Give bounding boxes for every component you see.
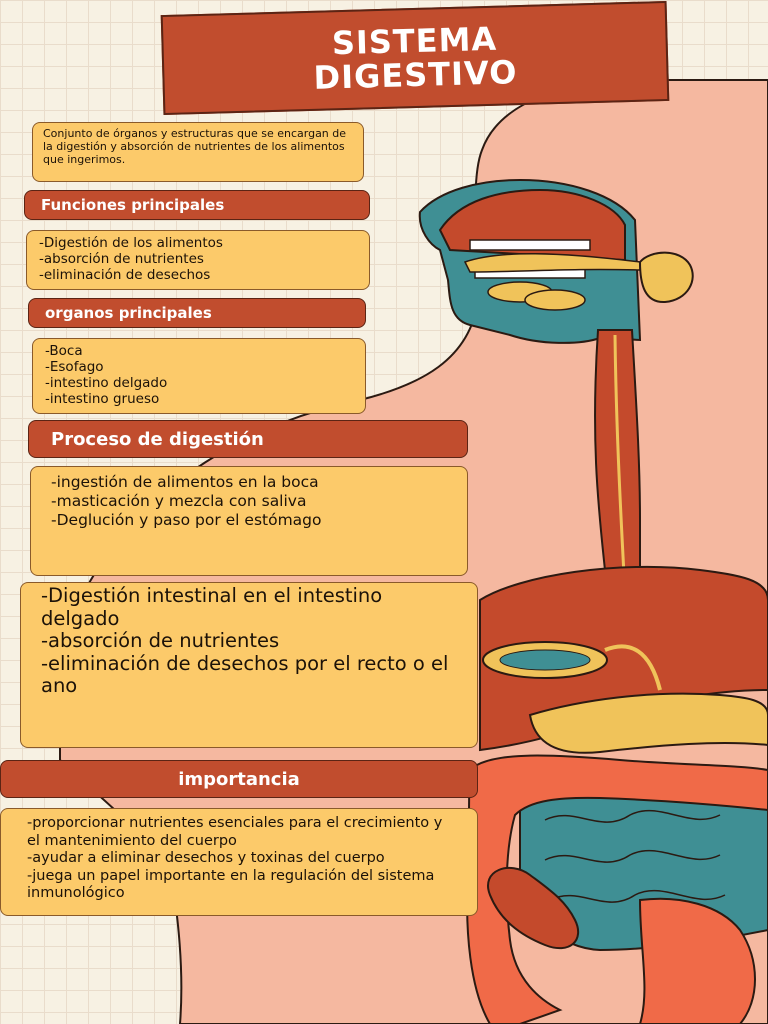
funciones-header: Funciones principales — [24, 190, 370, 220]
rectum — [638, 897, 756, 1024]
organos-header: organos principales — [28, 298, 366, 328]
large-intestine — [466, 754, 768, 1024]
funciones-header-label: Funciones principales — [41, 196, 225, 214]
importancia-item: -juega un papel importante en la regulac… — [27, 867, 435, 902]
esophagus-lumen — [613, 334, 626, 576]
funciones-box: -Digestión de los alimentos -absorción d… — [26, 230, 370, 290]
page-title: SISTEMA DIGESTIVO — [313, 19, 518, 97]
intro-text: Conjunto de órganos y estructuras que se… — [43, 127, 347, 166]
organos-item: -intestino grueso — [45, 391, 160, 407]
proceso-item: -absorción de nutrientes — [41, 629, 280, 652]
proceso-item: -eliminación de desechos por el recto o … — [41, 651, 449, 697]
gallbladder-inner — [499, 649, 591, 671]
proceso-header: Proceso de digestión — [28, 420, 468, 458]
importancia-item: -proporcionar nutrientes esenciales para… — [27, 815, 443, 849]
title-banner: SISTEMA DIGESTIVO — [160, 0, 670, 116]
proceso-item: -ingestión de alimentos en la boca — [51, 473, 319, 491]
organos-header-label: organos principales — [45, 304, 212, 322]
intro-box: Conjunto de órganos y estructuras que se… — [32, 122, 364, 182]
funciones-item: -eliminación de desechos — [39, 267, 211, 283]
funciones-item: -Digestión de los alimentos — [39, 235, 223, 251]
funciones-item: -absorción de nutrientes — [39, 251, 204, 267]
parotid-gland — [638, 251, 694, 304]
pancreas — [528, 692, 768, 754]
proceso-header-label: Proceso de digestión — [51, 428, 264, 450]
appendix — [487, 866, 580, 950]
importancia-header: importancia — [0, 760, 478, 798]
proceso-box-b: -Digestión intestinal en el intestino de… — [20, 582, 478, 748]
proceso-box-a: -ingestión de alimentos en la boca -mast… — [30, 466, 468, 576]
importancia-box: -proporcionar nutrientes esenciales para… — [0, 808, 478, 916]
proceso-item: -Digestión intestinal en el intestino de… — [41, 584, 383, 630]
intestine-folds — [544, 809, 726, 903]
proceso-item: -masticación y mezcla con saliva — [51, 492, 307, 510]
proceso-item: -Deglución y paso por el estómago — [51, 511, 322, 529]
organos-item: -Boca — [45, 343, 83, 359]
upper-teeth — [469, 239, 591, 251]
bile-duct — [604, 644, 662, 691]
organos-item: -Esofago — [45, 359, 104, 375]
salivary-gland-neck — [524, 289, 586, 311]
organos-item: -intestino delgado — [45, 375, 168, 391]
organos-box: -Boca -Esofago -intestino delgado -intes… — [32, 338, 366, 414]
importancia-item: -ayudar a eliminar desechos y toxinas de… — [27, 850, 385, 866]
importancia-header-label: importancia — [178, 768, 300, 790]
